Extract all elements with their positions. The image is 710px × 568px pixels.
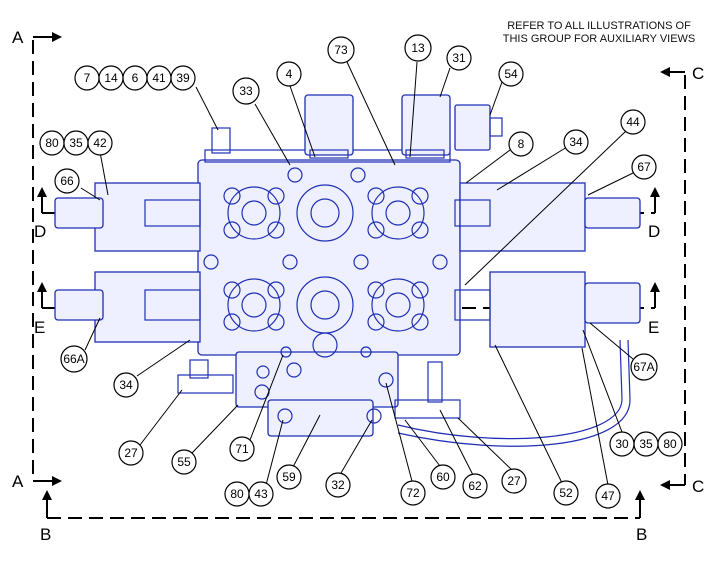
svg-text:27: 27 (507, 474, 521, 488)
callout-54: 54 (498, 61, 524, 87)
callout-34-lower: 34 (113, 372, 139, 398)
callout-52: 52 (553, 480, 579, 506)
callout-71: 71 (229, 436, 255, 462)
auxiliary-views-note: REFER TO ALL ILLUSTRATIONS OF THIS GROUP… (488, 20, 710, 46)
callout-4: 4 (276, 61, 302, 87)
svg-text:7: 7 (84, 71, 91, 85)
callout-6: 6 (122, 65, 148, 91)
svg-text:47: 47 (601, 489, 615, 503)
callout-42: 42 (87, 130, 113, 156)
leader-lines (80, 61, 634, 486)
svg-text:55: 55 (177, 455, 191, 469)
section-label-c-top: C (692, 64, 704, 83)
svg-text:44: 44 (626, 115, 640, 129)
callout-66: 66 (54, 168, 80, 194)
callout-27-left: 27 (118, 440, 144, 466)
svg-text:8: 8 (518, 137, 525, 151)
svg-text:66A: 66A (63, 352, 84, 366)
svg-text:59: 59 (282, 470, 296, 484)
callout-41: 41 (146, 65, 172, 91)
svg-text:62: 62 (468, 479, 482, 493)
svg-text:35: 35 (639, 437, 653, 451)
callout-72: 72 (400, 480, 426, 506)
svg-text:39: 39 (176, 71, 190, 85)
svg-text:52: 52 (559, 486, 573, 500)
svg-text:54: 54 (504, 67, 518, 81)
callout-34-upper: 34 (563, 129, 589, 155)
section-label-e-left: E (34, 318, 45, 337)
callout-80-lower-right: 80 (657, 431, 683, 457)
svg-text:35: 35 (69, 136, 83, 150)
svg-text:30: 30 (615, 437, 629, 451)
svg-text:73: 73 (334, 43, 348, 57)
callout-35-upper: 35 (63, 130, 89, 156)
svg-text:80: 80 (663, 437, 677, 451)
callout-14: 14 (98, 65, 124, 91)
section-label-c-bottom: C (692, 477, 704, 496)
note-line-1: REFER TO ALL ILLUSTRATIONS OF (507, 20, 691, 32)
callout-43: 43 (248, 481, 274, 507)
callout-55: 55 (171, 449, 197, 475)
svg-text:6: 6 (132, 71, 139, 85)
callout-47: 47 (595, 483, 621, 509)
svg-text:72: 72 (406, 486, 420, 500)
callout-27-right: 27 (501, 468, 527, 494)
callout-13: 13 (404, 34, 432, 62)
svg-text:27: 27 (124, 446, 138, 460)
callout-31: 31 (446, 45, 472, 71)
section-label-b-left: B (40, 525, 51, 544)
section-label-a-bottom: A (12, 472, 24, 491)
svg-text:66: 66 (60, 174, 74, 188)
svg-text:43: 43 (254, 487, 268, 501)
svg-text:80: 80 (45, 136, 59, 150)
callout-32: 32 (325, 472, 351, 498)
svg-text:71: 71 (235, 442, 249, 456)
callout-80-upper: 80 (39, 130, 65, 156)
section-label-d-left: D (34, 222, 46, 241)
callout-67A: 67A (630, 353, 658, 381)
svg-text:14: 14 (104, 71, 118, 85)
control-valve-body (54, 94, 641, 447)
svg-text:67: 67 (637, 160, 651, 174)
callout-80-lower-left: 80 (224, 481, 250, 507)
svg-text:33: 33 (239, 84, 253, 98)
callout-66A: 66A (60, 345, 88, 373)
svg-text:34: 34 (119, 378, 133, 392)
callout-62: 62 (462, 473, 488, 499)
callout-33: 33 (232, 77, 260, 105)
svg-text:4: 4 (286, 67, 293, 81)
svg-text:32: 32 (331, 478, 345, 492)
svg-text:67A: 67A (633, 360, 654, 374)
svg-text:42: 42 (93, 136, 107, 150)
callout-60: 60 (430, 464, 456, 490)
callout-35-lower: 35 (633, 431, 659, 457)
callout-73: 73 (327, 36, 355, 64)
callout-44: 44 (620, 109, 646, 135)
callout-30: 30 (609, 431, 635, 457)
section-label-b-right: B (636, 525, 647, 544)
svg-text:80: 80 (230, 487, 244, 501)
callout-67: 67 (631, 154, 657, 180)
svg-text:34: 34 (569, 135, 583, 149)
section-label-e-right: E (648, 318, 659, 337)
section-label-d-right: D (648, 222, 660, 241)
callout-39: 39 (170, 65, 196, 91)
callout-7: 7 (74, 65, 100, 91)
svg-text:31: 31 (452, 51, 466, 65)
svg-text:13: 13 (411, 41, 425, 55)
svg-text:41: 41 (152, 71, 166, 85)
note-line-2: THIS GROUP FOR AUXILIARY VIEWS (502, 33, 696, 45)
svg-text:60: 60 (436, 470, 450, 484)
callout-8: 8 (508, 131, 534, 157)
section-label-a-top: A (12, 28, 24, 47)
callout-59: 59 (276, 464, 302, 490)
